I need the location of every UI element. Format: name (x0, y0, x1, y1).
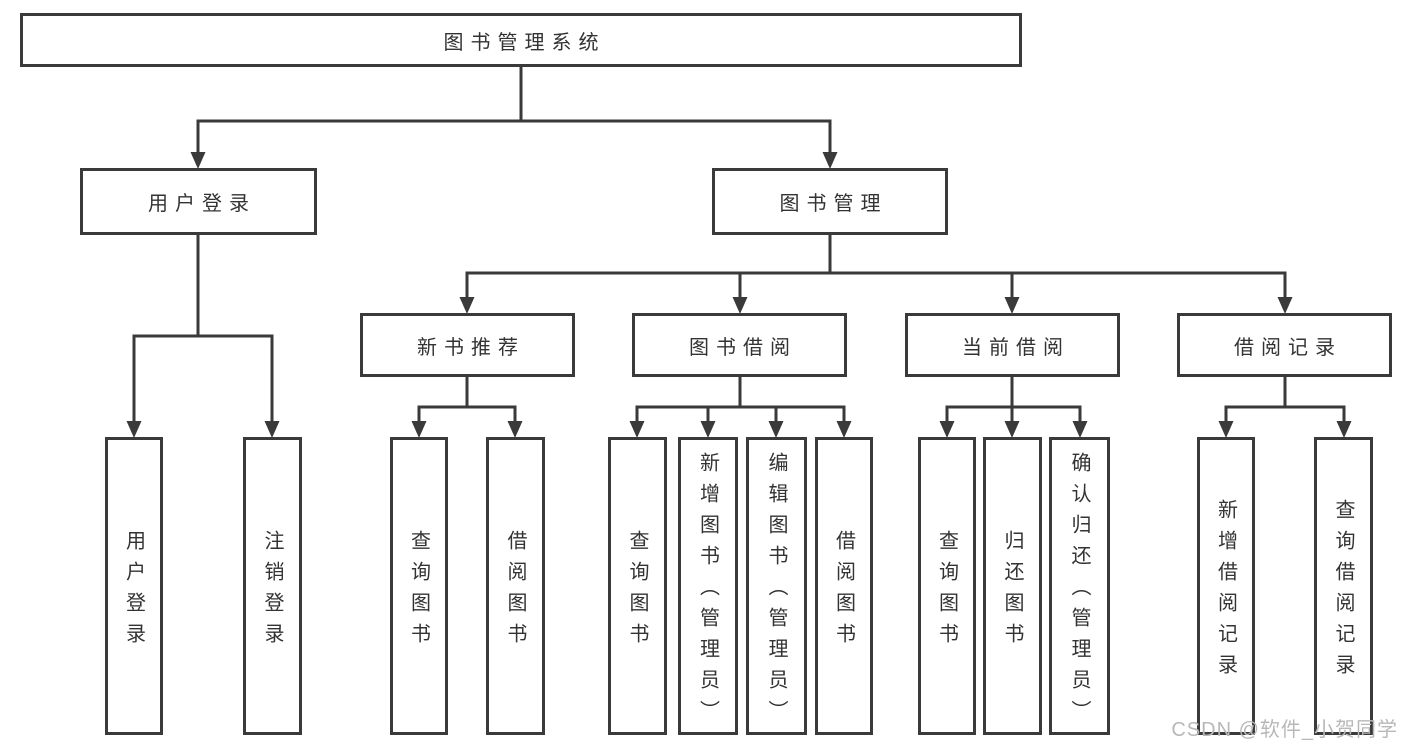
arrowhead (190, 152, 206, 169)
arrowhead (264, 421, 280, 438)
node-label-leaf-user-login: 用户登录 (122, 529, 145, 654)
node-label-leaf-cb-query-book: 查询图书 (935, 529, 958, 654)
node-leaf-rec-query-book: 查询图书 (390, 437, 448, 735)
node-label-leaf-bb-query-book: 查询图书 (626, 529, 648, 654)
arrowhead (459, 297, 475, 314)
node-label-leaf-rec-borrow-book: 借阅图书 (504, 529, 526, 654)
node-book-borrowing: 图书借阅 (632, 313, 847, 377)
node-label-leaf-bb-edit-book: 编辑图书（管理员） (765, 452, 787, 731)
arrowhead (507, 421, 523, 438)
node-current-borrowing: 当前借阅 (905, 313, 1120, 377)
node-label-borrowing-records: 借阅记录 (1234, 336, 1342, 359)
node-label-leaf-logout: 注销登录 (261, 529, 283, 654)
node-label-user-login: 用户登录 (148, 193, 256, 215)
node-label-root: 图书管理系统 (443, 31, 606, 54)
node-leaf-br-query-record: 查询借阅记录 (1314, 437, 1373, 735)
node-label-book-management: 图书管理 (779, 193, 888, 215)
node-label-leaf-br-query-record: 查询借阅记录 (1332, 498, 1354, 685)
arrowhead (1277, 297, 1293, 314)
arrowhead (1336, 421, 1352, 438)
arrowhead (1004, 297, 1020, 314)
node-leaf-rec-borrow-book: 借阅图书 (486, 437, 545, 735)
arrowhead (1218, 421, 1234, 438)
node-root: 图书管理系统 (20, 13, 1022, 67)
arrowhead (1072, 421, 1088, 438)
node-label-leaf-bb-add-book: 新增图书（管理员） (696, 452, 719, 731)
node-label-book-borrowing: 图书借阅 (689, 336, 797, 359)
node-leaf-bb-add-book: 新增图书（管理员） (678, 437, 738, 735)
node-new-book-recommend: 新书推荐 (360, 313, 575, 377)
node-leaf-bb-borrow-book: 借阅图书 (815, 437, 873, 735)
node-label-leaf-rec-query-book: 查询图书 (407, 529, 430, 654)
arrowhead (629, 421, 645, 438)
node-label-leaf-br-add-record: 新增借阅记录 (1214, 498, 1237, 685)
arrowhead (411, 421, 427, 438)
node-label-leaf-cb-return-book: 归还图书 (1001, 529, 1023, 654)
arrowhead (768, 421, 784, 438)
node-label-current-borrowing: 当前借阅 (962, 336, 1070, 359)
arrowhead (822, 152, 838, 169)
node-book-management: 图书管理 (712, 168, 948, 235)
arrowhead (1004, 421, 1020, 438)
arrowhead (939, 421, 955, 438)
node-label-leaf-bb-borrow-book: 借阅图书 (832, 529, 855, 654)
node-leaf-cb-confirm-return: 确认归还（管理员） (1049, 437, 1110, 735)
arrowhead (836, 421, 852, 438)
arrowhead (732, 297, 748, 314)
arrowhead (700, 421, 716, 438)
node-label-leaf-cb-confirm-return: 确认归还（管理员） (1068, 452, 1090, 731)
node-label-new-book-recommend: 新书推荐 (417, 336, 525, 359)
arrowhead (126, 421, 142, 438)
node-leaf-cb-return-book: 归还图书 (983, 437, 1042, 735)
watermark: CSDN @软件_小贺同学 (1171, 719, 1398, 741)
node-borrowing-records: 借阅记录 (1177, 313, 1392, 377)
node-leaf-br-add-record: 新增借阅记录 (1197, 437, 1255, 735)
node-leaf-bb-edit-book: 编辑图书（管理员） (746, 437, 807, 735)
node-leaf-bb-query-book: 查询图书 (608, 437, 667, 735)
node-leaf-cb-query-book: 查询图书 (918, 437, 976, 735)
node-leaf-logout: 注销登录 (243, 437, 302, 735)
node-leaf-user-login: 用户登录 (105, 437, 163, 735)
node-user-login: 用户登录 (80, 168, 317, 235)
